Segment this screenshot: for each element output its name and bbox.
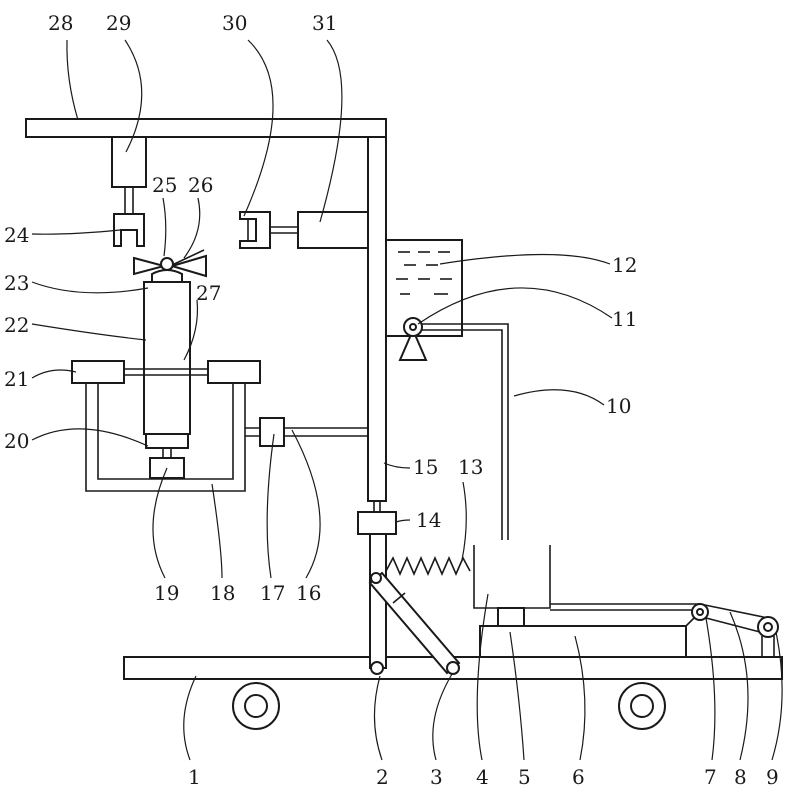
label-14: 14: [416, 508, 441, 532]
label-2: 2: [376, 765, 389, 789]
label-22: 22: [4, 313, 29, 337]
label-13: 13: [458, 455, 483, 479]
can-base: [146, 434, 188, 448]
label-4: 4: [476, 765, 489, 789]
spray-can: [144, 282, 190, 434]
label-23: 23: [4, 271, 29, 295]
label-1: 1: [188, 765, 201, 789]
label-15: 15: [413, 455, 438, 479]
label-21: 21: [4, 367, 29, 391]
wheel-right: [619, 683, 665, 729]
label-20: 20: [4, 429, 29, 453]
arm-slider: [260, 418, 284, 446]
label-8: 8: [734, 765, 747, 789]
label-9: 9: [766, 765, 779, 789]
label-30: 30: [222, 11, 247, 35]
can-neck: [152, 270, 182, 282]
label-19: 19: [154, 581, 179, 605]
collection-box: [474, 545, 550, 608]
label-16: 16: [296, 581, 321, 605]
liquid-tank: [386, 240, 462, 336]
label-28: 28: [48, 11, 73, 35]
column-pivot: [371, 662, 383, 674]
label-12: 12: [612, 253, 637, 277]
label-17: 17: [260, 581, 285, 605]
label-29: 29: [106, 11, 131, 35]
label-26: 26: [188, 173, 213, 197]
label-5: 5: [518, 765, 531, 789]
label-3: 3: [430, 765, 443, 789]
side-clamp: [240, 212, 270, 248]
lower-column: [370, 534, 386, 668]
column-collar: [358, 512, 396, 534]
label-27: 27: [196, 281, 221, 305]
label-18: 18: [210, 581, 235, 605]
label-31: 31: [312, 11, 337, 35]
wheel-left: [233, 683, 279, 729]
side-actuator: [298, 212, 368, 248]
label-10: 10: [606, 394, 631, 418]
label-6: 6: [572, 765, 585, 789]
top-beam: [26, 119, 386, 137]
left-grip: [72, 361, 124, 383]
label-25: 25: [152, 173, 177, 197]
label-7: 7: [704, 765, 717, 789]
right-grip: [208, 361, 260, 383]
label-24: 24: [4, 223, 29, 247]
label-11: 11: [612, 307, 637, 331]
spring: [386, 558, 470, 574]
upper-column: [368, 137, 386, 501]
